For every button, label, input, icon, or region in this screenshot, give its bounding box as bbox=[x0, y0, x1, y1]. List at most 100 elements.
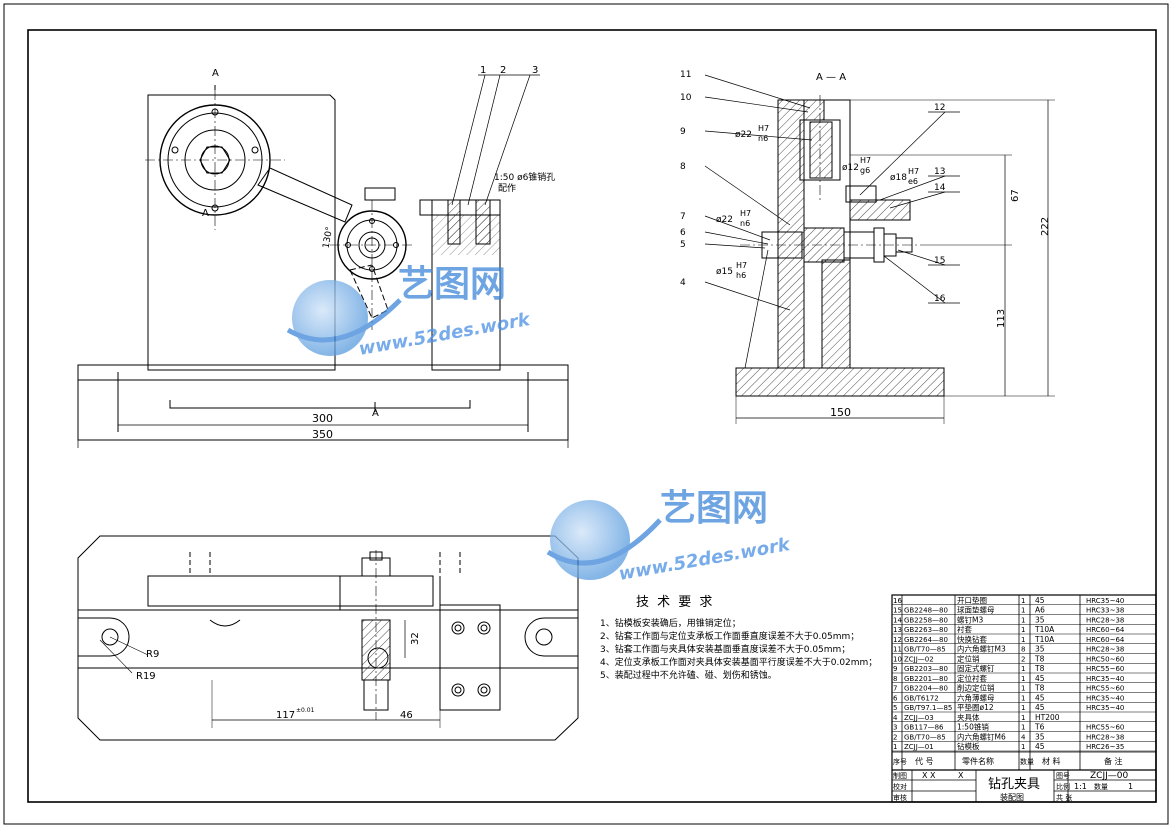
qty-label: 数量 bbox=[1094, 782, 1108, 791]
bom-cell: 1 bbox=[1021, 597, 1025, 605]
fit-num-3: H7 bbox=[908, 167, 919, 176]
bom-cell: 1 bbox=[1021, 607, 1025, 615]
scale-label: 比例 bbox=[1056, 782, 1070, 791]
bom-cell: 内六角螺钉M3 bbox=[957, 644, 1006, 654]
bom-cell: 1 bbox=[1021, 685, 1025, 693]
callout-7: 7 bbox=[680, 212, 686, 222]
bom-cell: 8 bbox=[1021, 646, 1025, 654]
fit-num-4: H7 bbox=[740, 209, 751, 218]
bom-cell: ZCJJ—02 bbox=[904, 655, 934, 663]
dim-150: 150 bbox=[830, 406, 851, 419]
drawing-title: 钻孔夹具 bbox=[988, 777, 1040, 792]
callout-1: 1 bbox=[480, 65, 486, 76]
drawn-label: 制图 bbox=[893, 771, 907, 780]
title-block: 制图 X X X 校对 审核 钻孔夹具 装配图 图号 ZCJJ—00 比例 1:… bbox=[893, 771, 1133, 802]
callout-3: 3 bbox=[532, 65, 538, 76]
bom-header-idx: 序号 bbox=[893, 757, 907, 766]
bom-header-material: 材 料 bbox=[1042, 756, 1061, 766]
bom-cell: 1 bbox=[1021, 694, 1025, 702]
dim-r9: R9 bbox=[146, 649, 159, 660]
bom-cell: 10 bbox=[893, 655, 902, 663]
bom-header: 序号 代 号 零件名称 数量 材 料 备 注 bbox=[893, 756, 1123, 766]
bom-cell: T8 bbox=[1034, 654, 1045, 663]
bom-cell: 1 bbox=[1021, 743, 1025, 751]
bom-cell: 12 bbox=[893, 636, 902, 644]
inner-border bbox=[27, 29, 1157, 803]
bom-cell: 11 bbox=[893, 646, 902, 654]
bom-cell: HRC26~35 bbox=[1086, 743, 1124, 751]
bom-cell: HRC55~60 bbox=[1086, 685, 1124, 693]
section-mark-mid: A bbox=[202, 208, 209, 219]
bom-cell: 14 bbox=[893, 616, 902, 624]
bom-cell: 2 bbox=[893, 733, 897, 741]
fit-num-1: H7 bbox=[758, 124, 769, 133]
bom-cell: 35 bbox=[1035, 732, 1045, 741]
dim-300: 300 bbox=[312, 412, 333, 425]
bom-cell: A6 bbox=[1035, 606, 1045, 615]
bom-cell: 1 bbox=[1021, 704, 1025, 712]
taper-pin-note-2: 配作 bbox=[498, 182, 516, 194]
bom-cell: 13 bbox=[893, 626, 902, 634]
bom-cell: 钻模板 bbox=[957, 741, 980, 751]
tech-item-2: 2、钻套工作面与定位支承板工作面垂直度误差不大于0.05mm； bbox=[600, 630, 859, 642]
tech-item-3: 3、钻套工作面与夹具体安装基面垂直度误差不大于0.05mm； bbox=[600, 643, 850, 655]
bom-cell: HRC28~38 bbox=[1086, 646, 1124, 654]
bom-cell: GB2203—80 bbox=[904, 665, 948, 673]
tech-item-1: 1、钻模板安装确后，用锥销定位； bbox=[600, 617, 741, 629]
bom-cell: HRC60~64 bbox=[1086, 626, 1125, 634]
bom-cell: HRC35~40 bbox=[1086, 675, 1124, 683]
fit-den-5: h6 bbox=[736, 271, 746, 280]
callout-12: 12 bbox=[934, 103, 945, 113]
callout-15: 15 bbox=[934, 256, 945, 266]
bom-cell: 5 bbox=[893, 704, 897, 712]
bom-cell: 45 bbox=[1035, 693, 1045, 702]
bom-cell: 六角薄螺母 bbox=[957, 692, 995, 702]
bom-cell: GB/T6172 bbox=[904, 694, 939, 702]
dim-32: 32 bbox=[410, 632, 421, 645]
bom-cell: 内六角螺钉M6 bbox=[957, 731, 1006, 741]
bom-cell: 9 bbox=[893, 665, 897, 673]
tech-title: 技 术 要 求 bbox=[636, 595, 714, 610]
bom-cell: HT200 bbox=[1035, 713, 1060, 722]
dim-117: 117 bbox=[276, 710, 295, 721]
bom-cell: ZCJJ—01 bbox=[904, 743, 934, 751]
bom-cell: 1 bbox=[1021, 714, 1025, 722]
fit-den-1: n6 bbox=[758, 134, 768, 143]
fit-den-2: g6 bbox=[860, 166, 870, 175]
callout-10: 10 bbox=[680, 93, 692, 103]
dim-222: 222 bbox=[1040, 217, 1051, 236]
bom-cell: GB2248—80 bbox=[904, 607, 948, 615]
callout-16: 16 bbox=[934, 294, 946, 304]
bom-cell: ZCJJ—03 bbox=[904, 714, 934, 722]
dim-r19: R19 bbox=[136, 671, 156, 682]
bom-cell: 快换钻套 bbox=[957, 634, 987, 644]
bom-cell: 开口垫圈 bbox=[957, 595, 987, 605]
checked-label: 校对 bbox=[893, 782, 907, 791]
bom-cell: 2 bbox=[1021, 655, 1025, 663]
bom-cell: 4 bbox=[893, 714, 898, 722]
bom-cell: 夹具体 bbox=[957, 712, 980, 722]
bom-cell: 衬套 bbox=[957, 624, 972, 634]
bom-cell: T8 bbox=[1034, 664, 1045, 673]
bom-cell: HRC55~60 bbox=[1086, 724, 1124, 732]
globe-logo-icon bbox=[292, 280, 368, 356]
section-mark-bottom: A bbox=[372, 408, 379, 419]
dim-46: 46 bbox=[400, 710, 413, 721]
bom-cell: GB2264—80 bbox=[904, 636, 948, 644]
bom-cell: 16 bbox=[893, 597, 902, 605]
bom-cell: 1 bbox=[1021, 636, 1025, 644]
bom-cell: GB2201—80 bbox=[904, 675, 948, 683]
fit-dia-5: ø15 bbox=[716, 267, 733, 277]
dim-117-tol: ±0.01 bbox=[296, 707, 315, 714]
front-view bbox=[77, 74, 569, 448]
bom-cell: HRC33~38 bbox=[1086, 607, 1124, 615]
fit-num-2: H7 bbox=[860, 156, 871, 165]
bom-cell: HRC60~64 bbox=[1086, 636, 1125, 644]
bom-cell: 固定式螺钉 bbox=[957, 663, 995, 673]
drawing-subtitle: 装配图 bbox=[1000, 792, 1024, 802]
bom-cell: T10A bbox=[1034, 625, 1055, 634]
bom-cell: 螺钉M3 bbox=[957, 614, 983, 624]
tech-item-5: 5、装配过程中不允许磕、碰、划伤和锈蚀。 bbox=[600, 669, 777, 681]
